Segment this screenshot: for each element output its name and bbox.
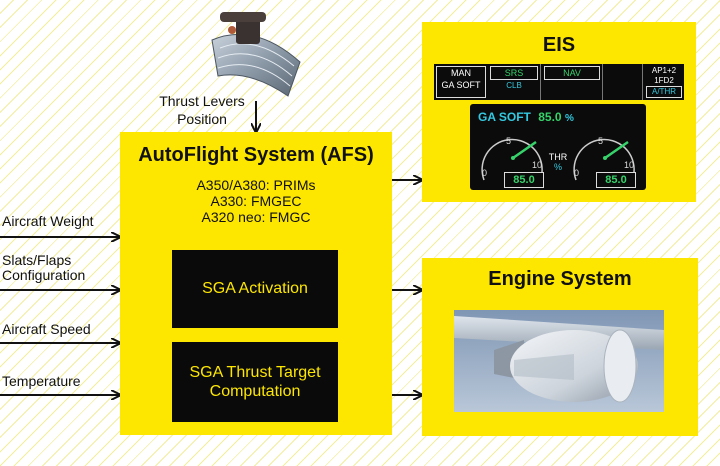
display-unit: % [564, 113, 574, 124]
engine-image [454, 310, 664, 412]
input-slats-flaps: Slats/Flaps Configuration [2, 253, 85, 283]
fma-divider-1 [540, 64, 541, 100]
sga-activation-label: SGA Activation [202, 280, 308, 297]
afs-title: AutoFlight System (AFS) [138, 144, 374, 166]
sga-thrust-box: SGA Thrust Target Computation [172, 342, 338, 422]
afs-computer-a350: A350/A380: PRIMs [196, 177, 316, 193]
thr-text: THR [548, 152, 568, 162]
gauge-left-tick-10: 10 [532, 160, 543, 170]
sga-thrust-line2: Computation [209, 383, 301, 400]
gauge-right-tick-0: 0 [574, 168, 580, 178]
input-aircraft-speed: Aircraft Speed [2, 321, 91, 337]
afs-computer-a320: A320 neo: FMGC [201, 209, 311, 225]
fma-ap: AP1+2 [651, 66, 677, 75]
input-slats-line1: Slats/Flaps [2, 252, 72, 268]
gauge-left-readout: 85.0 [504, 172, 544, 188]
display-mode-label: GA SOFT [478, 110, 531, 124]
fma-man: MAN [451, 68, 471, 78]
fma-col1: MAN GA SOFT [436, 66, 486, 98]
fma-col5: AP1+2 1FD2 A/THR [646, 66, 682, 98]
engine-display: GA SOFT 85.0 % 0 5 10 85.0 THR % 0 5 10 … [470, 104, 646, 190]
fma-divider-2 [602, 64, 603, 100]
sga-thrust-line1: SGA Thrust Target [189, 364, 321, 381]
fma-strip: MAN GA SOFT SRS CLB NAV AP1+2 1FD2 A/THR [434, 64, 684, 100]
afs-computer-a330: A330: FMGEC [210, 193, 302, 209]
gauge-left-tick-5: 5 [506, 136, 512, 146]
input-slats-line2: Configuration [2, 267, 86, 283]
fma-col2: SRS CLB [490, 66, 538, 96]
fma-srs: SRS [490, 66, 538, 80]
gauge-left-tick-0: 0 [482, 168, 488, 178]
fma-divider-3 [642, 64, 643, 100]
thr-unit: % [553, 162, 562, 172]
fma-fd: 1FD2 [654, 76, 674, 85]
thr-label: THR % [544, 152, 572, 172]
fma-nav: NAV [563, 68, 581, 78]
thrust-levers-line1: Thrust Levers [159, 93, 245, 109]
gauge-left [481, 138, 543, 181]
input-aircraft-weight: Aircraft Weight [2, 213, 94, 229]
gauge-right-tick-10: 10 [624, 160, 635, 170]
input-temperature: Temperature [2, 373, 81, 389]
fma-athr: A/THR [646, 86, 682, 98]
thrust-levers-label: Thrust Levers Position [148, 92, 256, 128]
fma-ga-soft: GA SOFT [441, 80, 481, 90]
gauge-right-tick-5: 5 [598, 136, 604, 146]
thrust-lever-image [211, 12, 301, 97]
thrust-levers-line2: Position [177, 111, 227, 127]
gauge-right [573, 138, 635, 181]
fma-col3: NAV [544, 66, 600, 80]
eis-title: EIS [542, 34, 576, 56]
display-mode: GA SOFT 85.0 % [478, 110, 574, 124]
sga-activation-box: SGA Activation [172, 250, 338, 328]
engine-system-title: Engine System [488, 268, 632, 290]
fma-clb: CLB [506, 81, 522, 90]
gauge-right-readout: 85.0 [596, 172, 636, 188]
afs-computers: A350/A380: PRIMs A330: FMGEC A320 neo: F… [120, 177, 392, 225]
display-value: 85.0 [538, 110, 562, 124]
